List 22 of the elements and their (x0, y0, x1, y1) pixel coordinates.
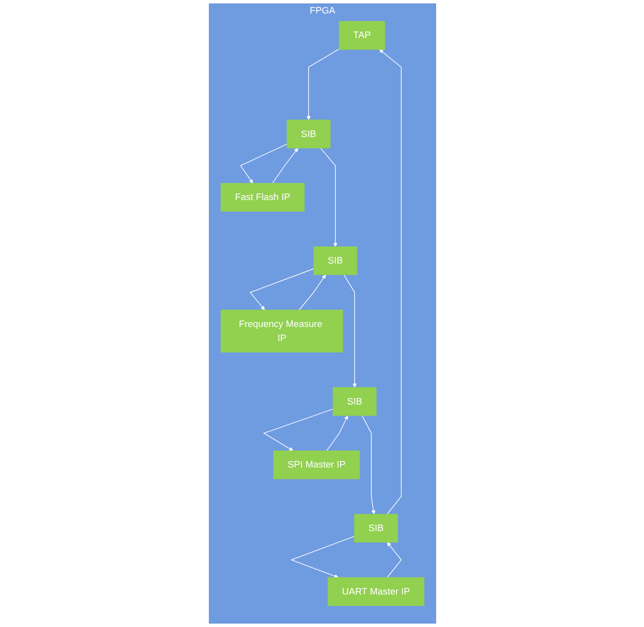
node-box: Fast Flash IP (220, 183, 304, 212)
node-box: TAP (338, 21, 385, 50)
node-box: SPI Master IP (272, 450, 360, 480)
arrow (386, 542, 402, 578)
arrow (361, 415, 375, 514)
node-box: Frequency Measure IP (220, 310, 343, 352)
arrow (262, 408, 333, 451)
arrow (306, 48, 339, 120)
arrow (298, 274, 326, 310)
arrow (378, 49, 402, 514)
node-box: UART Master IP (327, 577, 424, 606)
arrow (343, 274, 356, 388)
node-box: SIB (332, 387, 376, 416)
arrow (290, 536, 354, 578)
arrow (272, 148, 298, 184)
arrow (320, 148, 337, 247)
arrow (240, 144, 287, 184)
arrow (326, 415, 348, 452)
node-box: SIB (312, 246, 357, 276)
node-box: SIB (286, 120, 330, 148)
node-box: SIB (354, 514, 398, 543)
arrow (249, 268, 314, 310)
